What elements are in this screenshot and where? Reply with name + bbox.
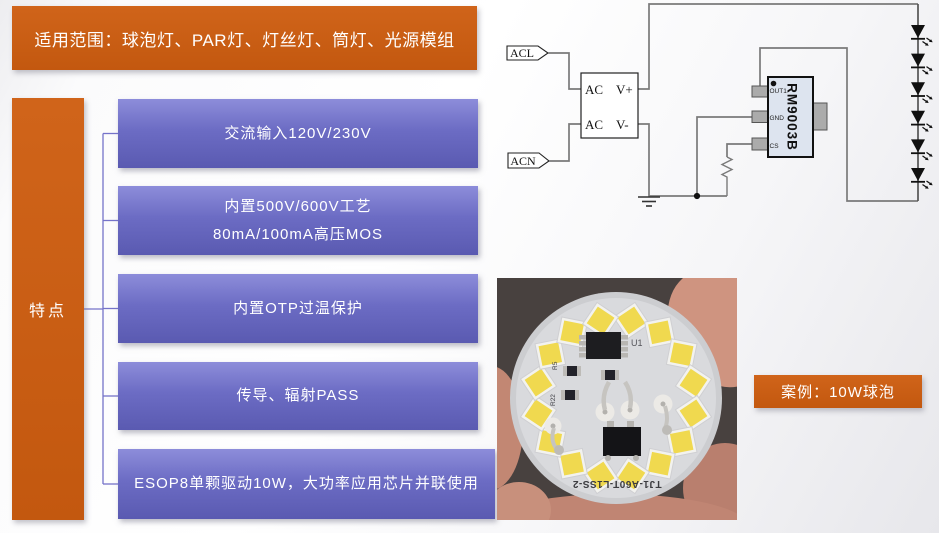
feature-text: 内置500V/600V工艺: [224, 197, 372, 215]
feature-box-mos: 内置500V/600V工艺 80mA/100mA高压MOS: [118, 186, 478, 255]
features-label: 特点: [12, 98, 84, 520]
chip-part-number: RM9003B: [784, 83, 799, 151]
bridge-rectifier-box: [580, 72, 639, 139]
feature-text: 交流输入120V/230V: [224, 124, 372, 142]
feature-text: ESOP8单颗驱动10W，大功率应用芯片并联使用: [134, 475, 479, 493]
rectifier-ac-bottom-label: AC: [585, 117, 603, 132]
junction-dot: [693, 192, 701, 200]
application-scope-text: 适用范围：球泡灯、PAR灯、灯丝灯、筒灯、光源模组: [34, 30, 455, 50]
pcb-board: [516, 298, 716, 498]
chip-tab: [812, 102, 828, 131]
pcb-photo: U1 R5 R22: [497, 278, 737, 520]
smd-resistors: [561, 366, 619, 400]
resistor-ref-1: R5: [552, 361, 559, 370]
esop8-ic: [579, 332, 628, 359]
chip-pin-cs: [751, 137, 769, 151]
rectifier-vminus-label: V-: [616, 117, 629, 132]
acl-label: ACL: [510, 46, 534, 60]
chip-body: [767, 76, 814, 158]
circuit-wires: [548, 3, 918, 202]
led-ring: [519, 301, 713, 495]
feature-text: 内置OTP过温保护: [233, 299, 363, 317]
rectifier-ac-top-label: AC: [585, 82, 603, 97]
ic-ref-label: U1: [631, 338, 643, 348]
feature-box-esop8: ESOP8单颗驱动10W，大功率应用芯片并联使用: [118, 449, 495, 519]
chip-pin-out1: [751, 85, 769, 98]
application-scope-banner: 适用范围：球泡灯、PAR灯、灯丝灯、筒灯、光源模组: [12, 6, 477, 70]
solder-pads: [544, 380, 673, 455]
bridge-rectifier-component: [603, 421, 641, 461]
case-banner: 案例：10W球泡: [754, 375, 922, 408]
feature-box-ac-input: 交流输入120V/230V: [118, 99, 478, 168]
board-code-text: TJ1-A60T-L1SS-2: [572, 478, 661, 489]
feature-text: 传导、辐射PASS: [236, 387, 360, 405]
rectifier-vplus-label: V+: [616, 82, 633, 97]
features-label-text: 特点: [28, 303, 67, 320]
feature-box-emc: 传导、辐射PASS: [118, 362, 478, 430]
chip-cs-label: CS: [770, 143, 780, 150]
application-circuit-diagram: ACL ACN AC V+ AC V-: [506, 3, 933, 207]
ground-symbol: [638, 196, 660, 207]
pcb-photo-art: U1 R5 R22: [497, 278, 737, 520]
feature-text: 80mA/100mA高压MOS: [212, 225, 384, 243]
feature-box-otp: 内置OTP过温保护: [118, 274, 478, 343]
case-banner-text: 案例：10W球泡: [781, 384, 895, 401]
cs-resistor: [720, 156, 734, 196]
chip-gnd-label: GND: [770, 115, 785, 122]
chip-pin1-dot: [770, 80, 777, 87]
driver-chip: OUT1 GND CS RM9003B: [751, 76, 828, 158]
chip-pin-gnd: [751, 110, 769, 123]
acl-flag: [506, 45, 549, 61]
acn-label: ACN: [510, 154, 536, 168]
acn-flag: [507, 152, 550, 169]
chip-out1-label: OUT1: [770, 88, 788, 95]
resistor-ref-2: R22: [550, 394, 557, 406]
led-string: [911, 4, 933, 201]
